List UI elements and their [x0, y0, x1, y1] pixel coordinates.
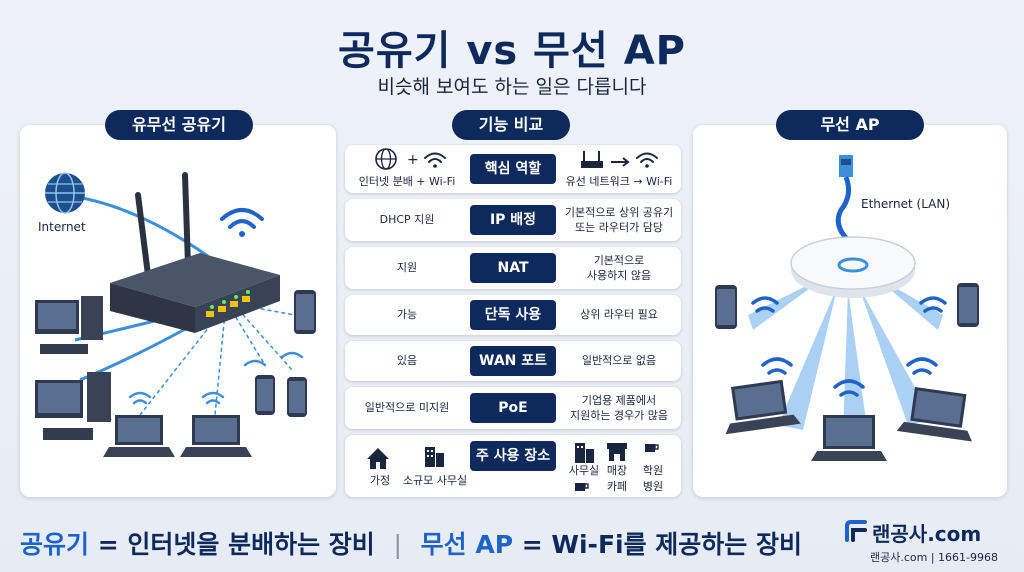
arrow-right-icon [611, 157, 630, 167]
building-icon [425, 447, 444, 467]
smartphone-icon [294, 290, 316, 334]
role-ap-text: 유선 네트워크 → Wi-Fi [565, 175, 673, 188]
wan-key: WAN 포트 [470, 346, 556, 376]
footer-ap-term: 무선 AP [420, 530, 514, 559]
compare-row-nat: 지원 NAT 기본적으로 사용하지 않음 [345, 247, 681, 289]
ip-key: IP 배정 [470, 205, 556, 235]
role-key: 핵심 역할 [470, 154, 556, 184]
laptop-icon [180, 415, 252, 457]
ceiling-ap-icon [790, 236, 916, 298]
role-router-text: 인터넷 분배 + Wi-Fi [358, 175, 456, 188]
brand-name[interactable]: 랜공사.com [872, 522, 982, 546]
smartphone-icon [957, 283, 979, 327]
wifi-icon [220, 208, 264, 237]
compare-row-standalone: 가능 단독 사용 상위 라우터 필요 [345, 295, 681, 335]
usage-ap-hospital: 병원 [642, 480, 664, 493]
wifi-icon [636, 152, 658, 168]
compare-row-poe: 일반적으로 미지원 PoE 기업용 제품에서 지원하는 경우가 많음 [345, 387, 681, 429]
ip-router-text: DHCP 지원 [379, 213, 435, 226]
ap-panel-heading: 무선 AP [776, 110, 924, 140]
compare-row-wan: 있음 WAN 포트 일반적으로 없음 [345, 341, 681, 381]
standalone-ap-text: 상위 라우터 필요 [580, 308, 658, 321]
smartphone-icon [715, 285, 737, 329]
footer-ap-desc: = Wi-Fi를 제공하는 장비 [521, 530, 802, 559]
usage-ap-office: 사무실 [568, 464, 600, 477]
usage-ap-cafe: 카페 [606, 480, 628, 493]
compare-row-role: + 인터넷 분배 + Wi-Fi 핵심 역할 유선 네트워크 → Wi-Fi [345, 145, 681, 193]
wifi-icon [424, 152, 446, 168]
wan-ap-text: 일반적으로 없음 [581, 354, 657, 367]
router-panel-heading: 유무선 공유기 [105, 110, 253, 140]
usage-ap-store: 매장 [606, 464, 628, 477]
house-icon [367, 448, 389, 469]
usage-key: 주 사용 장소 [470, 441, 556, 471]
footer-router-term: 공유기 [20, 530, 90, 559]
laptop-icon [103, 415, 175, 457]
usage-router-small-office: 소규모 사무실 [402, 474, 468, 487]
role-ap-icons [581, 151, 658, 168]
footer-summary: 공유기 = 인터넷을 분배하는 장비 | 무선 AP = Wi-Fi를 제공하는… [20, 525, 802, 561]
laptop-icon [896, 387, 972, 442]
standalone-key: 단독 사용 [470, 300, 556, 330]
ap-illustration [715, 155, 979, 461]
footer-router-desc: = 인터넷을 분배하는 장비 [97, 530, 375, 559]
ip-ap-text: 기본적으로 상위 공유기 또는 라우터가 담당 [564, 206, 674, 234]
smartphone-icon [255, 375, 275, 415]
usage-router-home: 가정 [369, 474, 391, 487]
compare-row-ip: DHCP 지원 IP 배정 기본적으로 상위 공유기 또는 라우터가 담당 [345, 199, 681, 241]
nat-key: NAT [470, 253, 556, 283]
nat-router-text: 지원 [396, 261, 418, 274]
compare-heading: 기능 비교 [452, 110, 570, 140]
poe-ap-text: 기업용 제품에서 지원하는 경우가 많음 [569, 394, 669, 422]
laptop-icon [811, 415, 887, 461]
nat-ap-text: 기본적으로 사용하지 않음 [586, 254, 652, 282]
globe-icon [45, 172, 85, 214]
internet-label: Internet [38, 220, 86, 234]
store-icon [607, 443, 627, 461]
coffee-icon [575, 483, 589, 491]
laptop-icon [725, 379, 801, 435]
usage-ap-academy: 학원 [642, 464, 664, 477]
poe-router-text: 일반적으로 미지원 [364, 401, 450, 414]
ethernet-label: Ethernet (LAN) [861, 197, 951, 211]
router-icon [110, 172, 280, 333]
router-icon [581, 151, 603, 168]
ethernet-plug-icon [835, 155, 853, 242]
svg-text:+: + [407, 152, 419, 168]
desktop-pc-icon [35, 296, 103, 354]
poe-key: PoE [470, 393, 556, 423]
page-subtitle: 비슷해 보여도 하는 일은 다릅니다 [377, 76, 647, 98]
brand-contact: 랜공사.com | 1661-9968 [870, 551, 999, 564]
page-title: 공유기 vs 무선 AP [338, 28, 686, 74]
globe-icon [375, 148, 397, 170]
compare-row-usage: 가정 소규모 사무실 주 사용 장소 사무실 매장 학원 카페 병원 [345, 435, 681, 497]
standalone-router-text: 가능 [396, 308, 418, 321]
brand-logo-icon [845, 520, 867, 542]
smartphone-icon [287, 377, 307, 417]
usage-icons [367, 443, 659, 491]
router-panel: Internet [20, 125, 336, 497]
footer-divider: | [393, 530, 402, 559]
router-illustration [35, 172, 316, 457]
coffee-icon [645, 444, 659, 452]
building-icon [575, 443, 594, 463]
desktop-pc-icon [35, 372, 111, 440]
ap-panel: Ethernet (LAN) [693, 125, 1007, 497]
wan-router-text: 있음 [396, 354, 418, 367]
role-router-icons: + [375, 148, 446, 170]
